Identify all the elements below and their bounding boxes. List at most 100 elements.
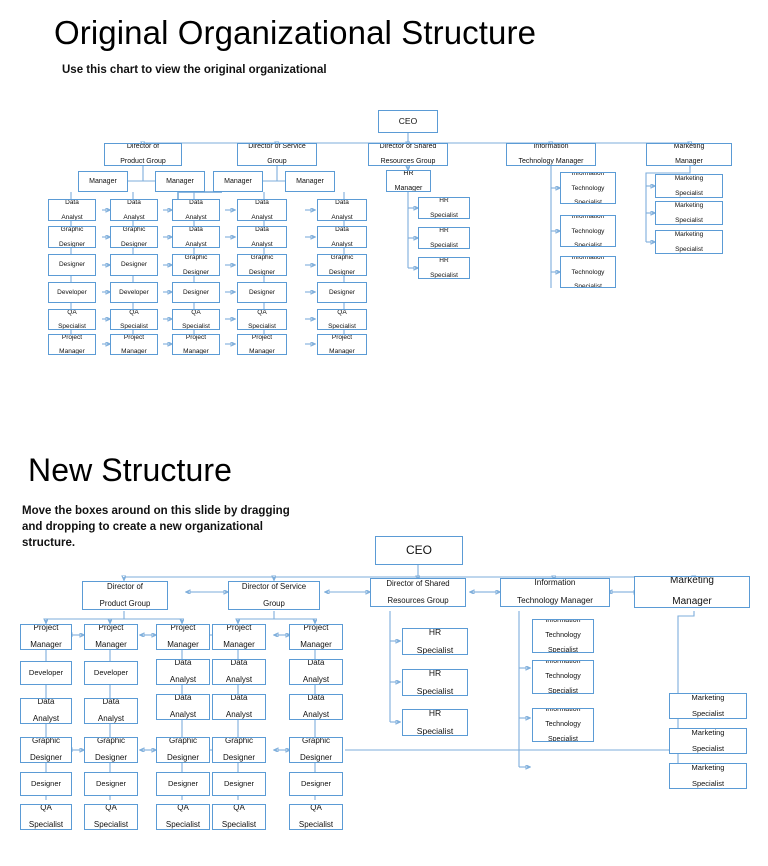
box-manager-original-2[interactable]: Manager (155, 171, 205, 192)
box-staff-original-c2r3[interactable]: Designer (110, 254, 158, 276)
subtitle-new-line-3: structure. (22, 537, 76, 549)
box-manager-original-4[interactable]: Manager (285, 171, 335, 192)
box-new-c2r5[interactable]: Designer (84, 772, 138, 796)
box-marketing-manager-original[interactable]: Marketing Manager (646, 143, 732, 166)
box-new-c2r2[interactable]: Developer (84, 661, 138, 685)
box-staff-original-c4r4[interactable]: Designer (237, 282, 287, 303)
box-new-c1r5[interactable]: Designer (20, 772, 72, 796)
box-director-shared-resources-original[interactable]: Director of Shared Resources Group (368, 143, 448, 166)
subtitle-new-line-2: and dropping to create a new organizatio… (22, 521, 263, 533)
box-ceo-original[interactable]: CEO (378, 110, 438, 133)
box-manager-original-3[interactable]: Manager (213, 171, 263, 192)
box-hr-manager-original[interactable]: HR Manager (386, 170, 431, 192)
box-manager-original-1[interactable]: Manager (78, 171, 128, 192)
box-director-product-group-original[interactable]: Director of Product Group (104, 143, 182, 166)
box-new-c4r5[interactable]: Designer (212, 772, 266, 796)
box-new-c1r2[interactable]: Developer (20, 661, 72, 685)
subtitle-new-line-1: Move the boxes around on this slide by d… (22, 505, 290, 517)
box-staff-original-c5r4[interactable]: Designer (317, 282, 367, 303)
box-staff-original-c1r4[interactable]: Developer (48, 282, 96, 303)
box-it-manager-original[interactable]: Information Technology Manager (506, 143, 596, 166)
box-staff-original-c2r4[interactable]: Developer (110, 282, 158, 303)
box-staff-original-c1r3[interactable]: Designer (48, 254, 96, 276)
box-director-service-group-original[interactable]: Director of Service Group (237, 143, 317, 166)
box-staff-original-c3r4[interactable]: Designer (172, 282, 220, 303)
box-ceo-new[interactable]: CEO (375, 536, 463, 565)
box-new-c3r5[interactable]: Designer (156, 772, 210, 796)
box-new-c5r5[interactable]: Designer (289, 772, 343, 796)
